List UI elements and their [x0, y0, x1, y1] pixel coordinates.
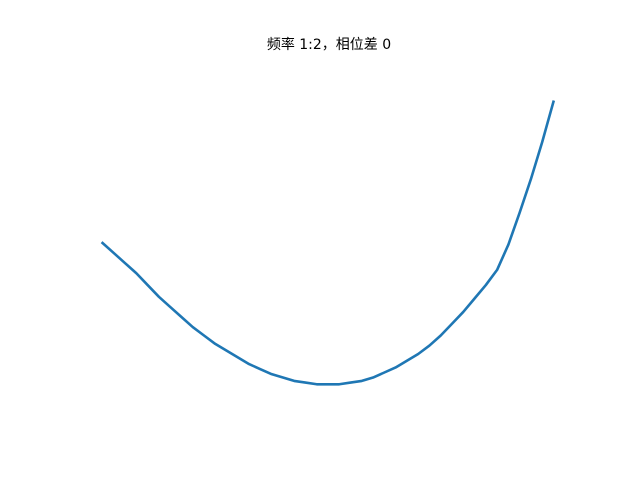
series-line-0	[100, 100, 556, 386]
plot-area	[100, 100, 556, 386]
chart-title: 频率 1:2，相位差 0	[267, 36, 391, 53]
